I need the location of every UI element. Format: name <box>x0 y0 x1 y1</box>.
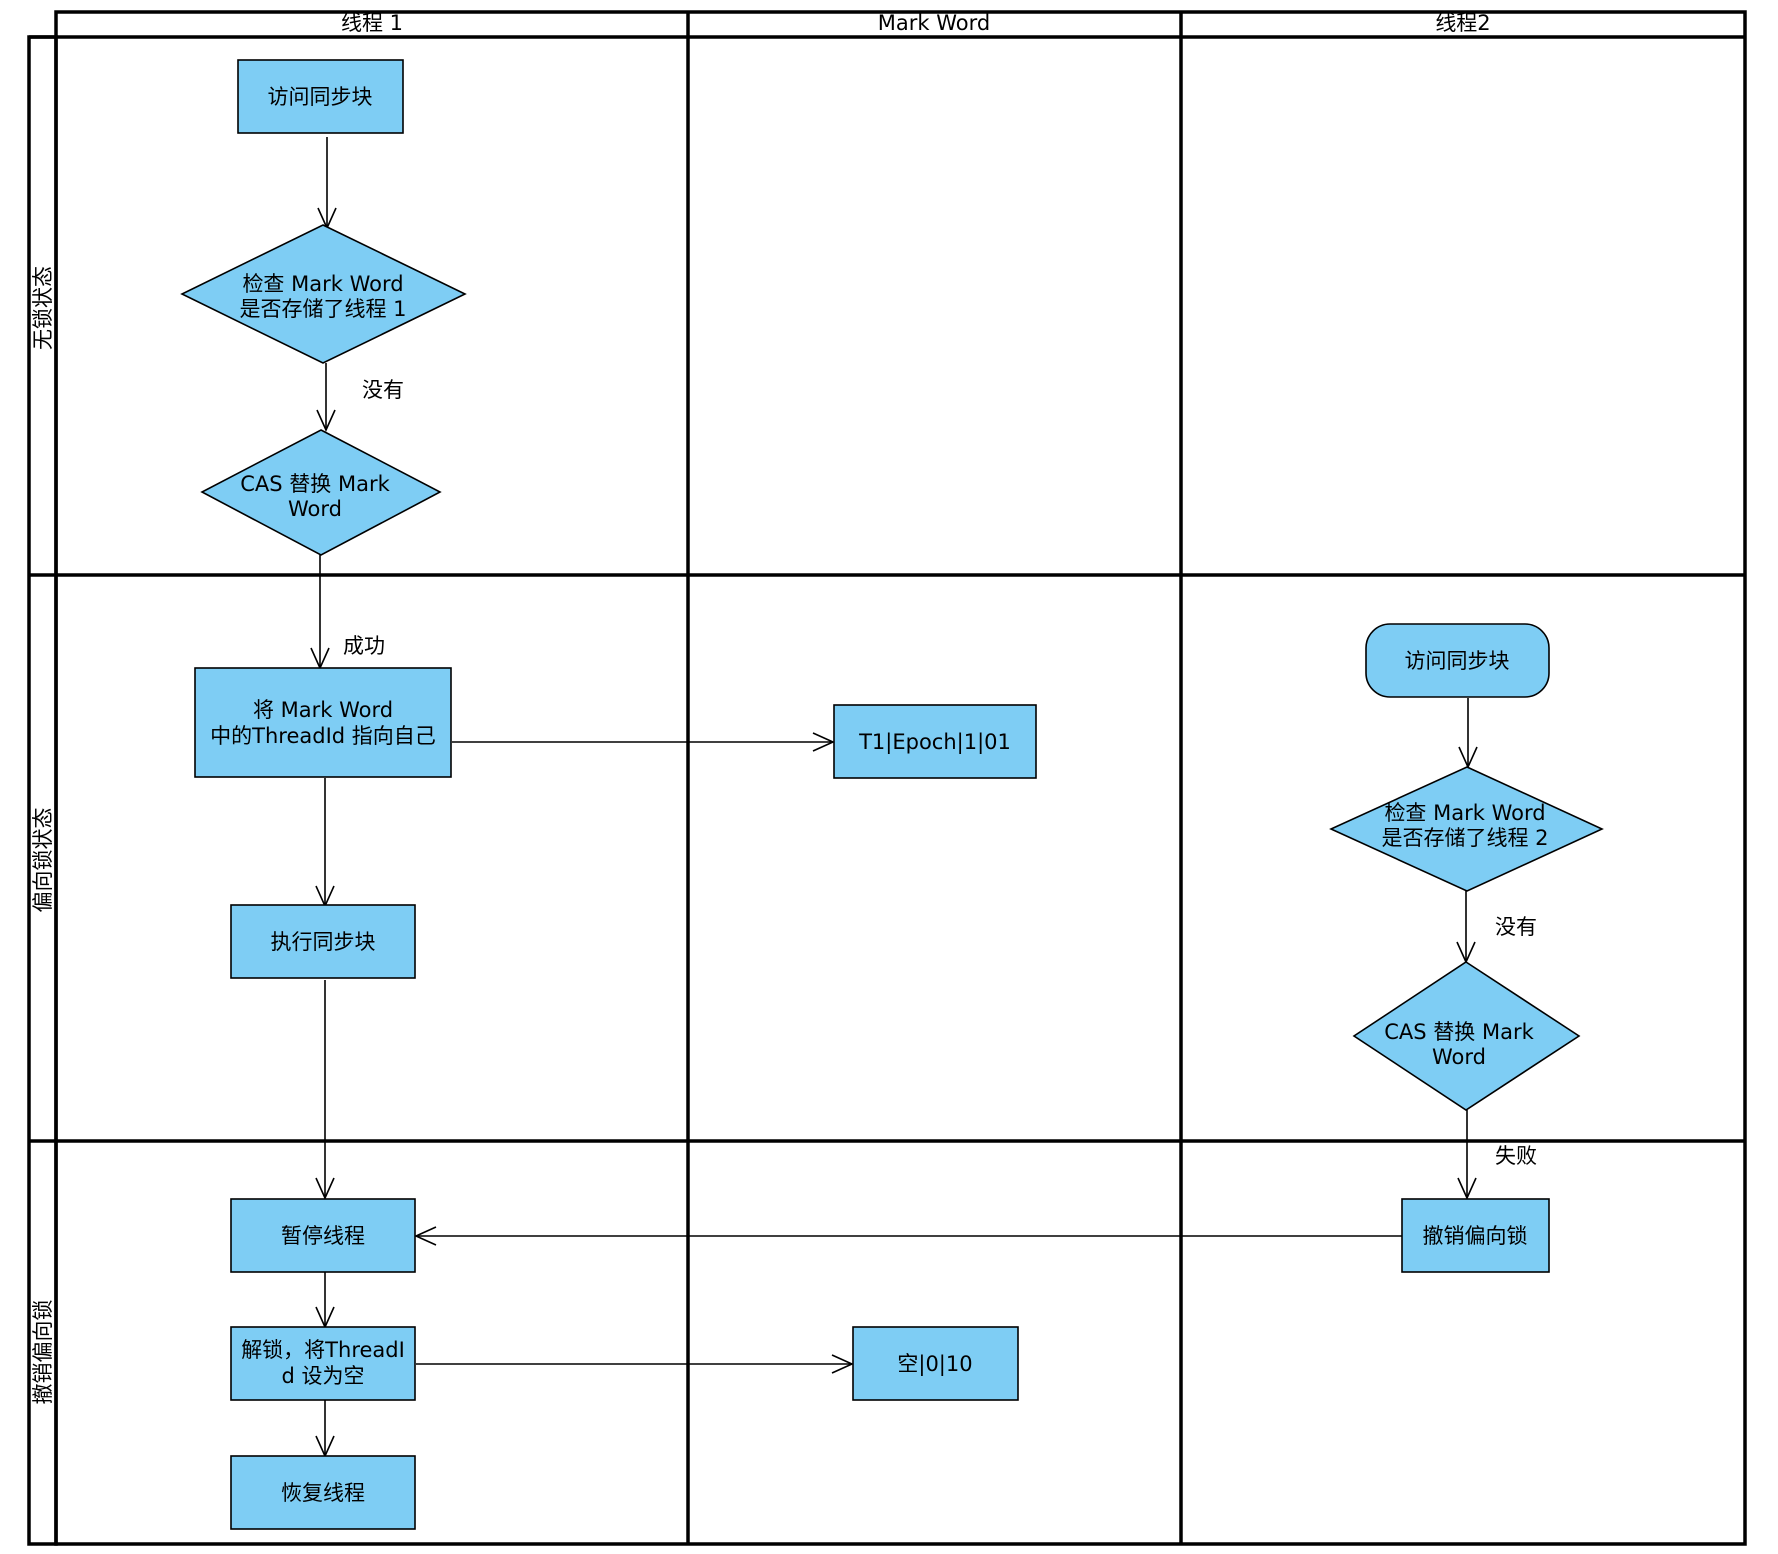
node-t2-check: 检查 Mark Word 是否存储了线程 2 <box>1329 766 1604 892</box>
node-t2-cas: CAS 替换 Mark Word <box>1352 961 1581 1111</box>
arrowhead <box>316 409 336 432</box>
node-label-line-2: 是否存储了线程 1 <box>239 297 406 321</box>
node-t1-pause: 暂停线程 <box>230 1198 416 1273</box>
node-label-line-1: 解锁，将ThreadI <box>241 1338 405 1362</box>
edge-label-t1-no: 没有 <box>362 378 404 402</box>
node-label-line-2: Word <box>288 497 342 521</box>
node-label: 撤销偏向锁 <box>1423 1224 1528 1248</box>
row-header-biased: 偏向锁状态 <box>31 808 55 913</box>
node-t1-cas: CAS 替换 Mark Word <box>200 429 442 556</box>
node-markword-empty: 空|0|10 <box>852 1326 1019 1401</box>
node-t1-check: 检查 Mark Word 是否存储了线程 1 <box>180 224 467 364</box>
node-t2-access: 访问同步块 <box>1365 623 1550 698</box>
node-t2-revoke: 撤销偏向锁 <box>1401 1198 1550 1273</box>
node-label: 恢复线程 <box>281 1481 365 1505</box>
node-label: T1|Epoch|1|01 <box>858 730 1011 755</box>
arrowhead <box>315 1177 335 1200</box>
arrowhead <box>812 732 835 752</box>
edge-label-t2-no: 没有 <box>1495 915 1537 939</box>
node-label-line-2: d 设为空 <box>281 1364 364 1388</box>
arrowhead <box>1457 1177 1477 1200</box>
node-label: 空|0|10 <box>897 1352 972 1377</box>
lane-grid <box>27 10 1747 1546</box>
column-header-thread2: 线程2 <box>1435 11 1490 35</box>
node-label: 暂停线程 <box>281 1224 365 1248</box>
edge-label-t1-success: 成功 <box>343 634 385 658</box>
edges <box>310 137 1478 1458</box>
node-markword-biased: T1|Epoch|1|01 <box>833 704 1037 779</box>
row-header-unlocked: 无锁状态 <box>31 266 55 350</box>
row-header-strip <box>27 35 58 1546</box>
node-label-line-1: CAS 替换 Mark <box>240 472 390 496</box>
arrowhead <box>831 1354 854 1374</box>
node-t1-resume: 恢复线程 <box>230 1455 416 1530</box>
node-label: 执行同步块 <box>271 930 376 954</box>
node-label-line-2: Word <box>1432 1045 1486 1069</box>
column-header-markword: Mark Word <box>878 11 990 35</box>
node-label-line-1: 检查 Mark Word <box>1384 801 1545 825</box>
node-t1-exec: 执行同步块 <box>230 904 416 979</box>
arrowhead <box>414 1226 437 1246</box>
node-label: 访问同步块 <box>268 85 373 109</box>
node-t1-unlock: 解锁，将ThreadI d 设为空 <box>230 1326 416 1401</box>
node-label-line-2: 是否存储了线程 2 <box>1381 826 1548 850</box>
row-header-revoke: 撤销偏向锁 <box>31 1300 55 1405</box>
edge-label-t2-fail: 失败 <box>1495 1144 1537 1168</box>
node-label-line-1: CAS 替换 Mark <box>1384 1020 1534 1044</box>
node-t1-access: 访问同步块 <box>237 59 404 134</box>
node-label-line-2: 中的ThreadId 指向自己 <box>210 724 436 748</box>
node-t1-set-threadid: 将 Mark Word 中的ThreadId 指向自己 <box>194 667 452 778</box>
node-label: 访问同步块 <box>1405 649 1510 673</box>
node-label-line-1: 检查 Mark Word <box>242 272 403 296</box>
column-header-thread1: 线程 1 <box>341 11 403 35</box>
node-label-line-1: 将 Mark Word <box>253 698 393 722</box>
